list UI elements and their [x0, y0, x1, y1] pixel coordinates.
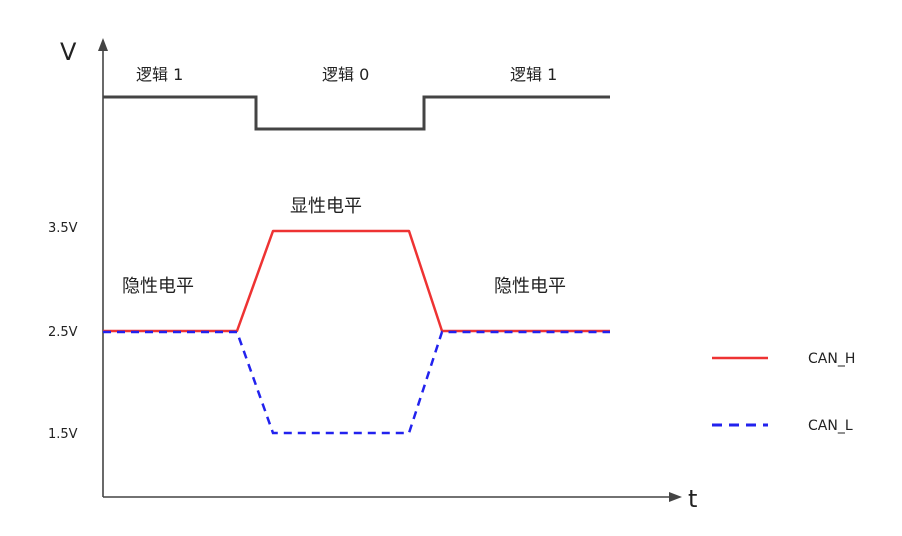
logic-label-1-left: 逻辑 1	[136, 65, 183, 84]
legend-label-can-h: CAN_H	[808, 351, 855, 367]
logic-label-1-right: 逻辑 1	[510, 65, 557, 84]
legend: CAN_H CAN_L	[712, 351, 855, 434]
y-tick-3-5v: 3.5V	[48, 221, 78, 236]
x-axis-label: t	[688, 485, 697, 513]
logic-label-0: 逻辑 0	[322, 65, 369, 84]
x-axis-arrow-icon	[669, 492, 682, 502]
can-l-line	[103, 330, 610, 435]
level-label-dominant: 显性电平	[290, 196, 362, 217]
level-labels: 显性电平 隐性电平 隐性电平	[122, 196, 566, 297]
y-tick-1-5v: 1.5V	[48, 427, 78, 442]
y-tick-2-5v: 2.5V	[48, 325, 78, 340]
level-label-recessive-left: 隐性电平	[122, 276, 194, 297]
logic-line	[103, 95, 610, 131]
level-label-recessive-right: 隐性电平	[494, 276, 566, 297]
axes: V t	[60, 38, 697, 513]
y-tick-labels: 3.5V 2.5V 1.5V	[48, 221, 78, 442]
legend-label-can-l: CAN_L	[808, 418, 853, 434]
logic-waveform: 逻辑 1 逻辑 0 逻辑 1	[103, 65, 610, 131]
y-axis-label: V	[60, 38, 77, 66]
y-axis-arrow-icon	[98, 38, 108, 51]
